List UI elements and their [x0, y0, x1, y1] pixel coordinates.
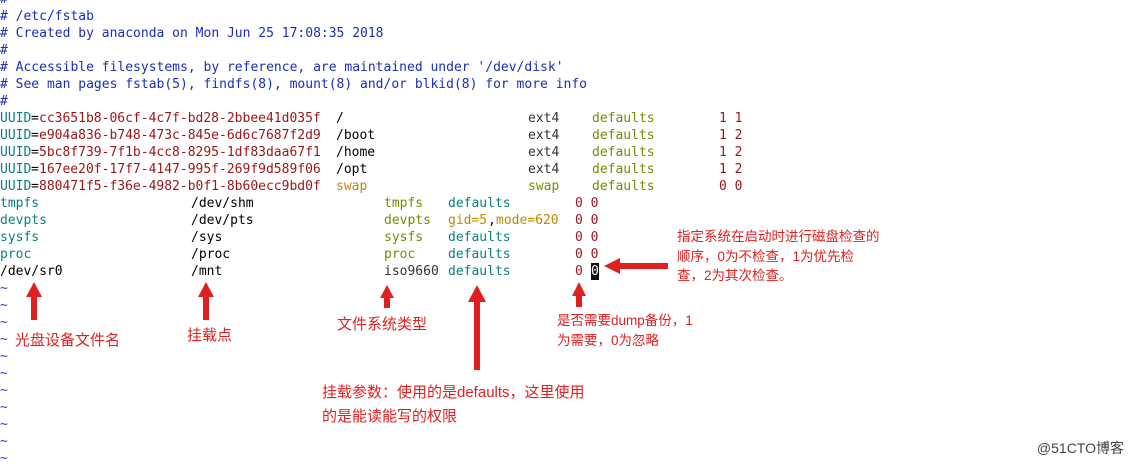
empty-line-tilde: ~ [0, 383, 8, 398]
annotation-fsck-line2: 顺序，0为不检查，1为优先检 [677, 249, 855, 264]
arrow-dump [572, 282, 586, 307]
arrow-fs-type [380, 285, 394, 308]
empty-line-tilde: ~ [0, 434, 8, 449]
empty-line-tilde: ~ [0, 298, 8, 313]
text-cursor: 0 [591, 263, 599, 280]
annotation-device-name: 光盘设备文件名 [15, 332, 121, 349]
annotation-fs-type: 文件系统类型 [337, 316, 428, 333]
annotation-dump-line2: 为需要，0为忽略 [557, 333, 660, 348]
annotation-mount-point: 挂载点 [187, 327, 233, 344]
comment-line: # See man pages fstab(5), findfs(8), mou… [0, 77, 587, 92]
comment-line: # [0, 43, 8, 58]
empty-line-tilde: ~ [0, 281, 8, 296]
empty-line-tilde: ~ [0, 315, 8, 330]
empty-line-tilde: ~ [0, 417, 8, 432]
annotation-fsck-line3: 查，2为其次检查。 [677, 268, 793, 283]
empty-line-tilde: ~ [0, 451, 8, 464]
empty-line-tilde: ~ [0, 366, 8, 381]
arrow-options [468, 285, 486, 370]
annotation-fsck-line1: 指定系统在启动时进行磁盘检查的 [677, 229, 880, 244]
empty-line-tilde: ~ [0, 332, 8, 347]
watermark: @51CTO博客 [1036, 440, 1124, 456]
arrow-fsck [604, 258, 668, 274]
annotation-dump-line1: 是否需要dump备份，1 [557, 313, 693, 328]
comment-line: # /etc/fstab [0, 9, 94, 24]
comment-line: # [0, 94, 8, 109]
comment-line: # Accessible filesystems, by reference, … [0, 60, 564, 75]
comment-line: # Created by anaconda on Mon Jun 25 17:0… [0, 26, 384, 41]
annotation-mount-options-line1: 挂载参数：使用的是defaults，这里使用 [322, 384, 585, 401]
empty-line-tilde: ~ [0, 349, 8, 364]
annotation-mount-options-line2: 的是能读能写的权限 [322, 408, 458, 425]
arrow-mount-point [198, 282, 214, 320]
comment-line: # [0, 0, 8, 8]
empty-line-tilde: ~ [0, 400, 8, 415]
arrow-device [26, 282, 42, 320]
